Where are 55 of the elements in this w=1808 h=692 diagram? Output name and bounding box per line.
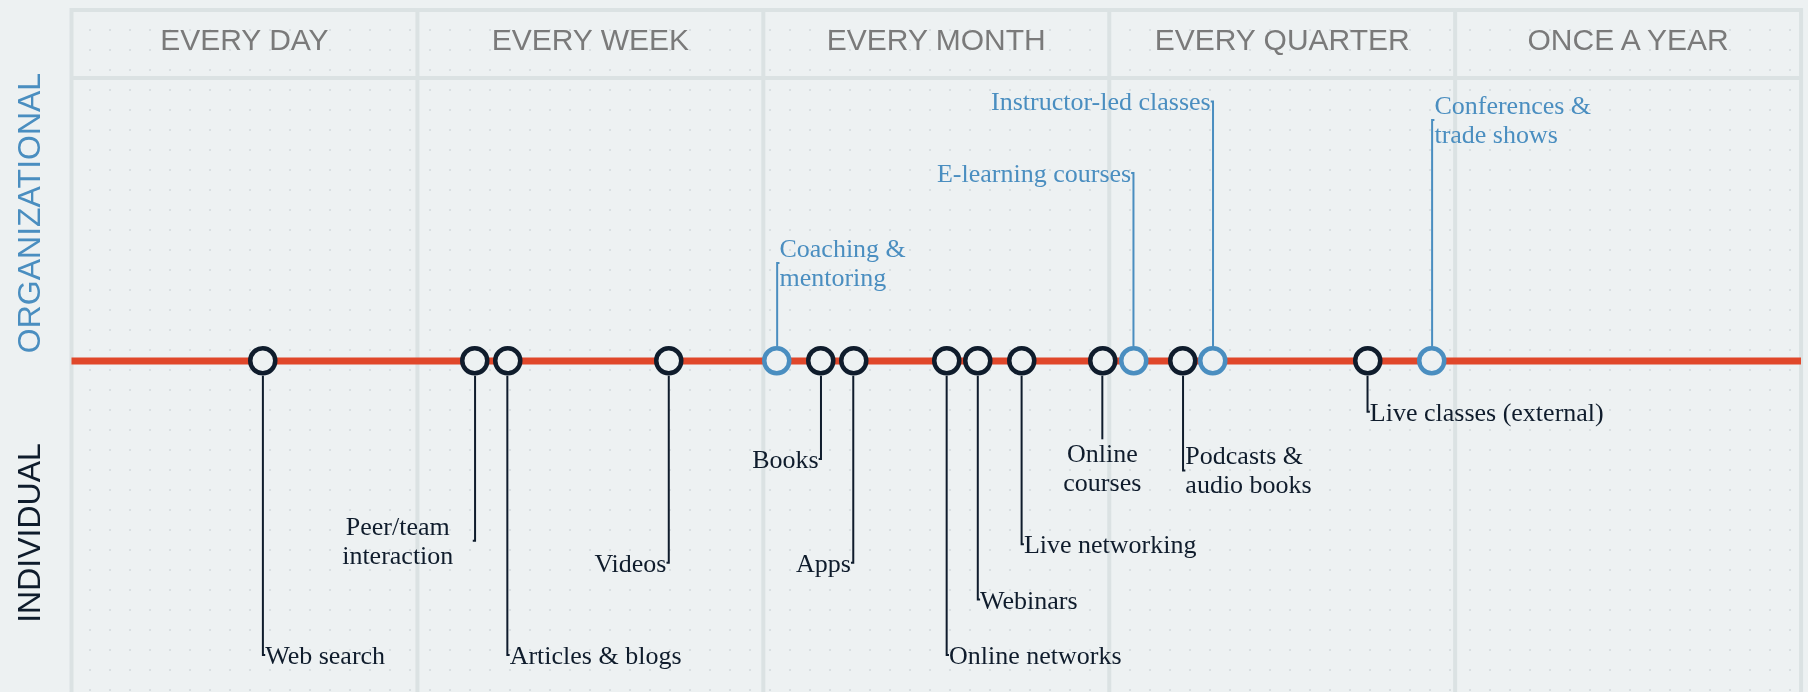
column-header: ONCE A YEAR — [1526, 22, 1730, 58]
activity-label: Online networks — [948, 640, 1122, 670]
axis-side-label: INDIVIDUAL — [10, 442, 48, 623]
activity-label: Coaching & mentoring — [779, 233, 930, 292]
leader-line — [1209, 100, 1214, 348]
timeline-marker — [838, 346, 868, 376]
activity-label: Videos — [594, 548, 667, 578]
leader-line — [776, 261, 781, 348]
timeline-marker — [1198, 346, 1228, 376]
activity-label: Books — [752, 444, 819, 474]
timeline-marker — [806, 346, 836, 376]
leader-line — [1020, 374, 1025, 546]
activity-label: Apps — [796, 548, 851, 578]
activity-label: Articles & blogs — [509, 640, 682, 670]
timeline-marker — [1417, 346, 1447, 376]
timeline-marker — [654, 346, 684, 376]
leader-line — [261, 374, 267, 656]
activity-label: Webinars — [980, 585, 1078, 615]
timeline-marker — [1352, 346, 1383, 376]
leader-line — [506, 374, 511, 656]
timeline-marker — [931, 346, 962, 376]
activity-label: Web search — [265, 640, 386, 670]
column-header: EVERY QUARTER — [1153, 22, 1411, 58]
timeline-marker — [963, 346, 993, 376]
timeline-marker — [460, 346, 490, 376]
axis-side-label: ORGANIZATIONAL — [10, 73, 48, 354]
leader-line — [1431, 118, 1436, 348]
activity-label: Conferences & trade shows — [1434, 90, 1610, 149]
activity-label: Live classes (external) — [1369, 397, 1604, 427]
activity-label: Online courses — [1047, 439, 1158, 498]
column-header: EVERY DAY — [159, 22, 330, 58]
leader-line — [976, 374, 982, 601]
timeline-marker — [492, 346, 523, 376]
timeline-marker — [762, 346, 792, 376]
activity-label: Podcasts & audio books — [1185, 441, 1346, 500]
timeline-marker — [1168, 346, 1198, 376]
leader-line — [945, 374, 950, 656]
leader-line — [1101, 374, 1104, 441]
leader-line — [849, 374, 855, 564]
leader-line — [817, 374, 822, 460]
timeline-marker — [1006, 346, 1037, 376]
activity-label: Instructor-led classes — [991, 86, 1211, 116]
leader-line — [1366, 374, 1371, 413]
timeline-marker — [1118, 346, 1149, 376]
timeline-marker — [248, 346, 278, 376]
leader-line — [471, 374, 477, 542]
activity-label: Live networking — [1023, 529, 1197, 559]
column-header: EVERY WEEK — [490, 22, 690, 58]
leader-line — [1182, 374, 1187, 472]
column-header: EVERY MONTH — [825, 22, 1047, 58]
leader-line — [665, 374, 670, 564]
activity-label: Peer/team interaction — [322, 511, 473, 570]
timeline-marker — [1087, 346, 1118, 376]
leader-line — [1130, 171, 1135, 348]
activity-label: E-learning courses — [936, 158, 1132, 188]
